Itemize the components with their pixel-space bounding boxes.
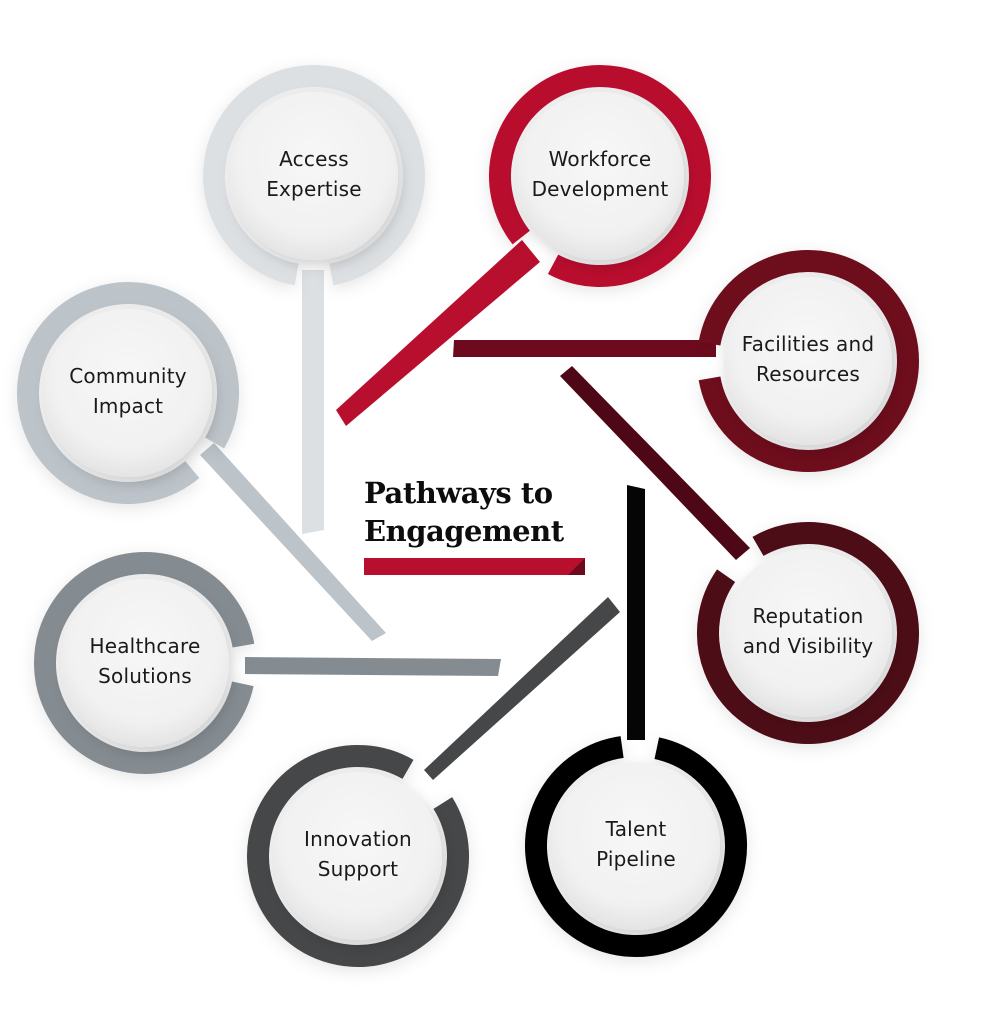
- label-line: Talent: [605, 817, 667, 841]
- label-reputation-and-visibility: Reputation and Visibility: [708, 601, 908, 661]
- title-accent-corner: [568, 558, 585, 575]
- title-line-2: Engagement: [364, 514, 564, 548]
- stem-workforce-development: [336, 240, 540, 426]
- diagram-title: Pathways to Engagement: [364, 474, 564, 550]
- disc-talent-pipeline: [552, 762, 720, 930]
- label-line: Facilities and: [741, 332, 875, 356]
- ring-healthcare-solutions: [34, 552, 255, 774]
- disc-facilities-and-resources: [724, 277, 892, 445]
- ring-reputation-and-visibility: [697, 522, 919, 744]
- label-line: Solutions: [98, 664, 192, 688]
- label-line: Workforce: [548, 147, 652, 171]
- node-healthcare-solutions: [34, 552, 255, 774]
- stem-healthcare-solutions: [245, 657, 501, 676]
- node-reputation-and-visibility: [697, 522, 919, 744]
- ring-workforce-development: [489, 65, 711, 287]
- label-line: Community: [69, 364, 187, 388]
- stem-innovation-support: [424, 597, 620, 780]
- title-line-1: Pathways to: [364, 476, 553, 510]
- node-innovation-support: [247, 745, 469, 967]
- disc-community-impact: [44, 309, 212, 477]
- node-workforce-development: [489, 65, 711, 287]
- disc-healthcare-solutions: [61, 579, 229, 747]
- label-line: Innovation: [304, 827, 412, 851]
- disc-reputation-and-visibility: [724, 549, 892, 717]
- label-line: Impact: [92, 394, 164, 418]
- label-line: Access: [279, 147, 349, 171]
- label-line: and Visibility: [742, 634, 874, 658]
- connector-lines: [200, 240, 750, 780]
- ring-talent-pipeline: [525, 736, 747, 957]
- stem-reputation-and-visibility: [560, 366, 750, 560]
- ring-community-impact: [17, 282, 239, 504]
- ring-access-expertise: [203, 65, 425, 286]
- label-line: Expertise: [266, 177, 362, 201]
- stem-talent-pipeline: [627, 485, 645, 740]
- disc-access-expertise: [230, 92, 398, 260]
- node-facilities-and-resources: [698, 250, 919, 472]
- ring-facilities-and-resources: [698, 250, 919, 472]
- label-line: Resources: [756, 362, 860, 386]
- label-line: Pipeline: [596, 847, 676, 871]
- title-accent-bar: [364, 558, 585, 575]
- stem-community-impact: [200, 443, 386, 641]
- label-line: Healthcare: [89, 634, 201, 658]
- disc-innovation-support: [274, 772, 442, 940]
- stem-facilities-and-resources: [453, 340, 716, 357]
- stem-access-expertise: [302, 270, 324, 534]
- node-rings: [17, 65, 919, 967]
- label-line: Development: [531, 177, 669, 201]
- label-line: Reputation: [752, 604, 864, 628]
- node-community-impact: [17, 282, 239, 504]
- label-line: Support: [317, 857, 399, 881]
- node-access-expertise: [203, 65, 425, 286]
- disc-workforce-development: [516, 92, 684, 260]
- ring-innovation-support: [247, 745, 469, 967]
- node-talent-pipeline: [525, 736, 747, 957]
